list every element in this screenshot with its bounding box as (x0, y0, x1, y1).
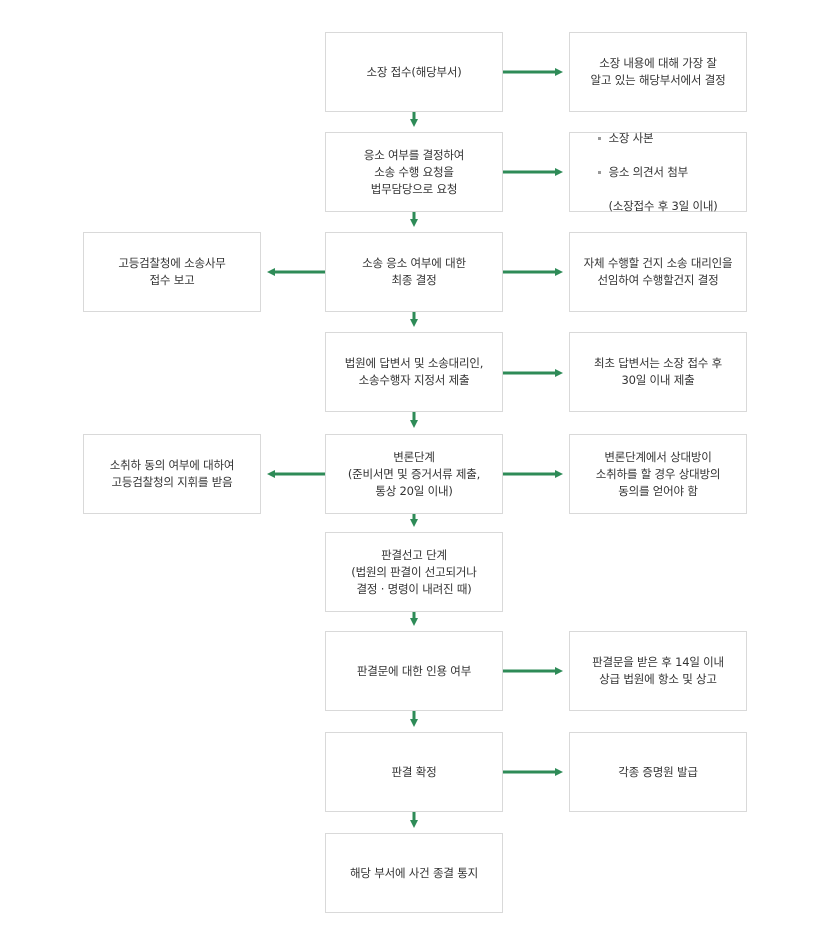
list-item: 소장 사본 (598, 130, 717, 147)
step-1-complaint-receipt: 소장 접수(해당부서) (325, 32, 503, 112)
note-left-5: 소취하 동의 여부에 대하여 고등검찰청의 지휘를 받음 (83, 434, 261, 514)
step-2-request-litigation: 응소 여부를 결정하여 소송 수행 요청을 법무담당으로 요청 (325, 132, 503, 212)
note-right-2: 소장 사본 응소 의견서 첨부 (소장접수 후 3일 이내) (569, 131, 747, 213)
step-4-submit-answer: 법원에 답변서 및 소송대리인, 소송수행자 지정서 제출 (325, 332, 503, 412)
note-right-5: 변론단계에서 상대방이 소취하를 할 경우 상대방의 동의를 얻어야 함 (569, 434, 747, 514)
step-5-pleading-stage: 변론단계 (준비서면 및 증거서류 제출, 통상 20일 이내) (325, 434, 503, 514)
note-right-2-list: 소장 사본 응소 의견서 첨부 (소장접수 후 3일 이내) (598, 113, 718, 232)
step-6-judgment-stage: 판결선고 단계 (법원의 판결이 선고되거나 결정 · 명령이 내려진 때) (325, 532, 503, 612)
step-9-case-closed-notice: 해당 부서에 사건 종결 통지 (325, 833, 503, 913)
note-right-7: 판결문을 받은 후 14일 이내 상급 법원에 항소 및 상고 (569, 631, 747, 711)
note-right-3: 자체 수행할 건지 소송 대리인을 선임하여 수행할건지 결정 (569, 232, 747, 312)
step-3-final-decision: 소송 응소 여부에 대한 최종 결정 (325, 232, 503, 312)
list-item: 응소 의견서 첨부 (598, 164, 717, 181)
note-right-4: 최초 답변서는 소장 접수 후 30일 이내 제출 (569, 332, 747, 412)
note-right-8: 각종 증명원 발급 (569, 732, 747, 812)
step-8-judgment-final: 판결 확정 (325, 732, 503, 812)
note-left-3: 고등검찰청에 소송사무 접수 보고 (83, 232, 261, 312)
note-right-2-deadline: (소장접수 후 3일 이내) (608, 198, 718, 213)
step-7-judgment-acceptance: 판결문에 대한 인용 여부 (325, 631, 503, 711)
note-right-1: 소장 내용에 대해 가장 잘 알고 있는 해당부서에서 결정 (569, 32, 747, 112)
